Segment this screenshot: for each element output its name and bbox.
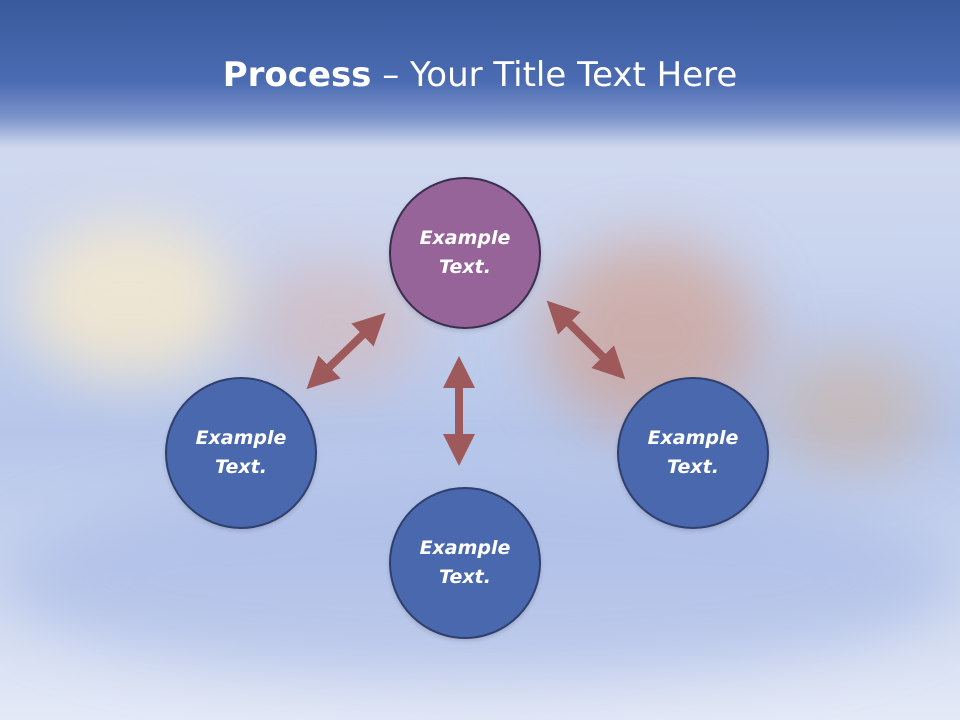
background-leaf-blob (770, 350, 930, 470)
node-left: Example Text. (165, 377, 317, 529)
node-top-text: Example Text. (419, 227, 511, 278)
node-top: Example Text. (389, 177, 541, 329)
node-right-text: Example Text. (647, 427, 739, 478)
slide-title: Process – Your Title Text Here (0, 52, 960, 98)
background-light-blob (20, 220, 240, 380)
node-left-text: Example Text. (195, 427, 287, 478)
title-bold: Process (222, 55, 372, 95)
title-band (0, 0, 960, 148)
arrow-left-top (306, 312, 386, 390)
node-right: Example Text. (617, 377, 769, 529)
node-bottom: Example Text. (389, 487, 541, 639)
node-bottom-text: Example Text. (419, 537, 511, 588)
arrow-top-right (546, 300, 626, 380)
title-rest: – Your Title Text Here (371, 55, 738, 95)
